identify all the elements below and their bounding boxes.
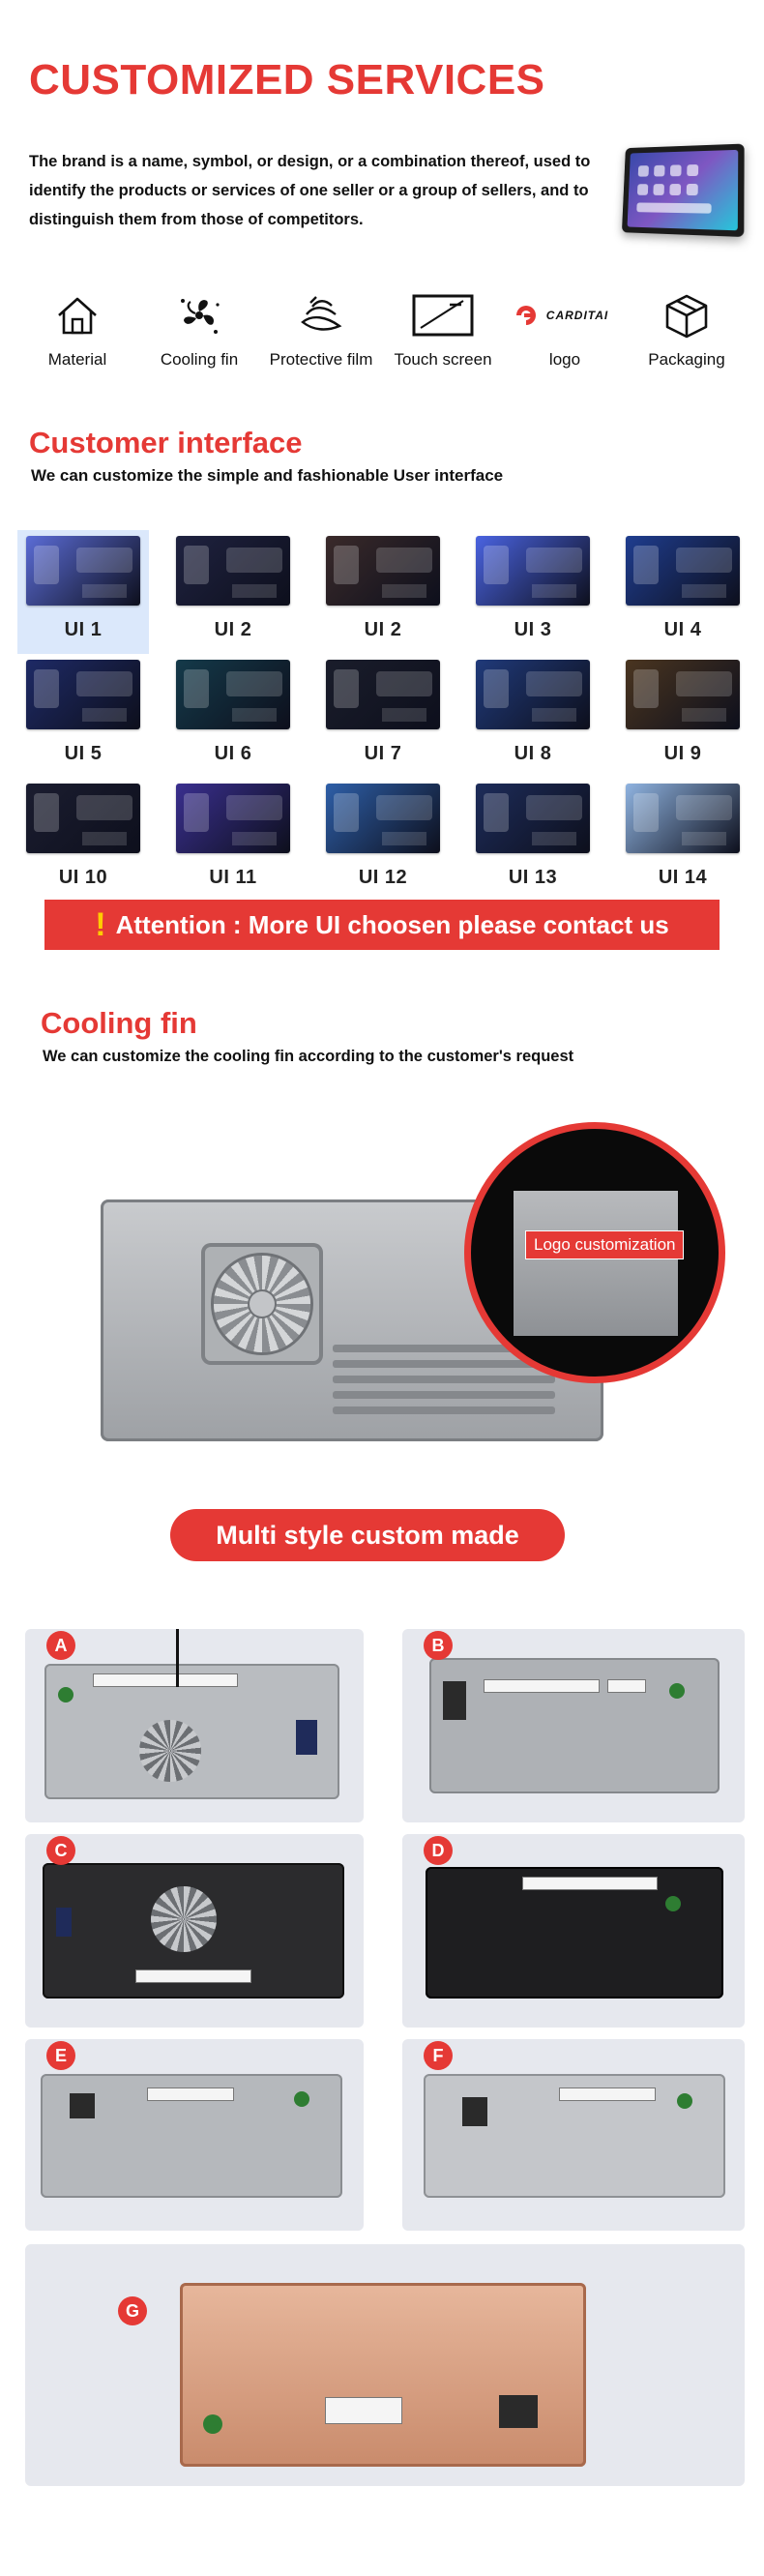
ui-label: UI 3 <box>514 619 552 640</box>
service-label: Touch screen <box>394 350 492 369</box>
ui-thumbnail <box>26 660 140 729</box>
service-icons: Material Cooling fin Protective film Tou… <box>19 290 745 370</box>
ui-label: UI 4 <box>663 619 702 640</box>
ui-label: UI 6 <box>214 743 252 764</box>
ui-label: UI 2 <box>214 619 252 640</box>
logo-zoom-circle: Logo customization <box>464 1122 725 1383</box>
ui-thumbnail <box>176 784 290 853</box>
ui-label: UI 13 <box>508 867 558 888</box>
ui-thumbnail <box>26 536 140 606</box>
logo-customization-tag: Logo customization <box>525 1230 685 1259</box>
ui-label: UI 10 <box>58 867 108 888</box>
ui-option[interactable]: UI 12 <box>317 778 449 902</box>
cooling-fin-subtitle: We can customize the cooling fin accordi… <box>43 1048 574 1065</box>
variant-badge: C <box>46 1836 75 1865</box>
service-logo: CARDITAI logo <box>507 290 623 370</box>
house-icon <box>19 290 135 341</box>
ui-option[interactable]: UI 5 <box>17 654 149 778</box>
ui-option[interactable]: UI 11 <box>167 778 299 902</box>
ui-option[interactable]: UI 6 <box>167 654 299 778</box>
ui-label: UI 7 <box>364 743 402 764</box>
logo-brand-text: CARDITAI <box>545 309 609 322</box>
variant-c <box>25 1834 364 2028</box>
fan-icon <box>141 290 257 341</box>
ui-thumbnail <box>626 660 740 729</box>
service-packaging: Packaging <box>629 290 745 370</box>
variant-badge: G <box>118 2296 147 2325</box>
service-label: Cooling fin <box>160 350 239 369</box>
service-label: Protective film <box>269 350 373 369</box>
fan-icon <box>201 1243 323 1365</box>
attention-banner: ! Attention : More UI choosen please con… <box>44 900 720 950</box>
ui-option[interactable]: UI 10 <box>17 778 149 902</box>
service-label: logo <box>548 350 581 369</box>
cooling-fin-image: Logo customization <box>97 1122 725 1470</box>
customer-interface-subtitle: We can customize the simple and fashiona… <box>31 466 504 485</box>
service-label: Material <box>47 350 107 369</box>
variant-badge: A <box>46 1631 75 1660</box>
ui-label: UI 11 <box>209 867 257 888</box>
service-label: Packaging <box>648 350 725 369</box>
ui-thumbnail <box>326 660 440 729</box>
attention-text: Attention : More UI choosen please conta… <box>115 909 669 939</box>
variant-b <box>402 1629 745 1822</box>
variant-badge: B <box>424 1631 453 1660</box>
service-material: Material <box>19 290 135 370</box>
ui-option[interactable]: UI 9 <box>617 654 749 778</box>
ui-thumbnail <box>326 536 440 606</box>
service-cooling-fin: Cooling fin <box>141 290 257 370</box>
ui-thumbnail <box>326 784 440 853</box>
variant-badge: D <box>424 1836 453 1865</box>
customer-interface-title: Customer interface <box>29 426 303 459</box>
ui-option[interactable]: UI 2 <box>167 530 299 654</box>
ui-thumbnail <box>176 660 290 729</box>
head-unit-image <box>619 143 745 238</box>
ui-thumbnail <box>476 784 590 853</box>
ui-label: UI 9 <box>663 743 702 764</box>
variant-d <box>402 1834 745 2028</box>
ui-thumbnail <box>476 536 590 606</box>
service-protective-film: Protective film <box>263 290 379 370</box>
ui-option[interactable]: UI 1 <box>17 530 149 654</box>
variant-e <box>25 2039 364 2231</box>
ui-option[interactable]: UI 3 <box>467 530 599 654</box>
ui-thumbnail <box>626 784 740 853</box>
variant-badge: E <box>46 2041 75 2070</box>
screen-icon <box>385 290 501 341</box>
ui-option[interactable]: UI 4 <box>617 530 749 654</box>
ui-thumbnail <box>626 536 740 606</box>
ui-label: UI 8 <box>514 743 552 764</box>
exclamation-icon: ! <box>95 905 106 943</box>
ui-option[interactable]: UI 7 <box>317 654 449 778</box>
ui-label: UI 1 <box>64 619 103 640</box>
cooling-fin-title: Cooling fin <box>41 1006 197 1040</box>
multi-style-pill: Multi style custom made <box>170 1509 565 1561</box>
ui-thumbnail <box>26 784 140 853</box>
ui-option[interactable]: UI 14 <box>617 778 749 902</box>
intro-text: The brand is a name, symbol, or design, … <box>29 153 591 228</box>
ui-option[interactable]: UI 2 <box>317 530 449 654</box>
layers-icon <box>263 290 379 341</box>
page-title: CUSTOMIZED SERVICES <box>29 56 545 104</box>
ui-label: UI 2 <box>364 619 402 640</box>
ui-gallery: UI 1 UI 2 UI 2 UI 3 UI 4 UI 5 UI 6 UI 7 UI 8 UI 9… <box>17 530 749 902</box>
variant-a <box>25 1629 364 1822</box>
ui-option[interactable]: UI 8 <box>467 654 599 778</box>
box-icon <box>629 290 745 341</box>
variant-g <box>25 2244 745 2486</box>
ui-thumbnail <box>476 660 590 729</box>
ui-option[interactable]: UI 13 <box>467 778 599 902</box>
logo-icon: CARDITAI <box>507 290 623 341</box>
ui-label: UI 12 <box>358 867 408 888</box>
ui-label: UI 14 <box>658 867 708 888</box>
variant-badge: F <box>424 2041 453 2070</box>
ui-thumbnail <box>176 536 290 606</box>
variant-f <box>402 2039 745 2231</box>
service-touch-screen: Touch screen <box>385 290 501 370</box>
ui-label: UI 5 <box>64 743 103 764</box>
